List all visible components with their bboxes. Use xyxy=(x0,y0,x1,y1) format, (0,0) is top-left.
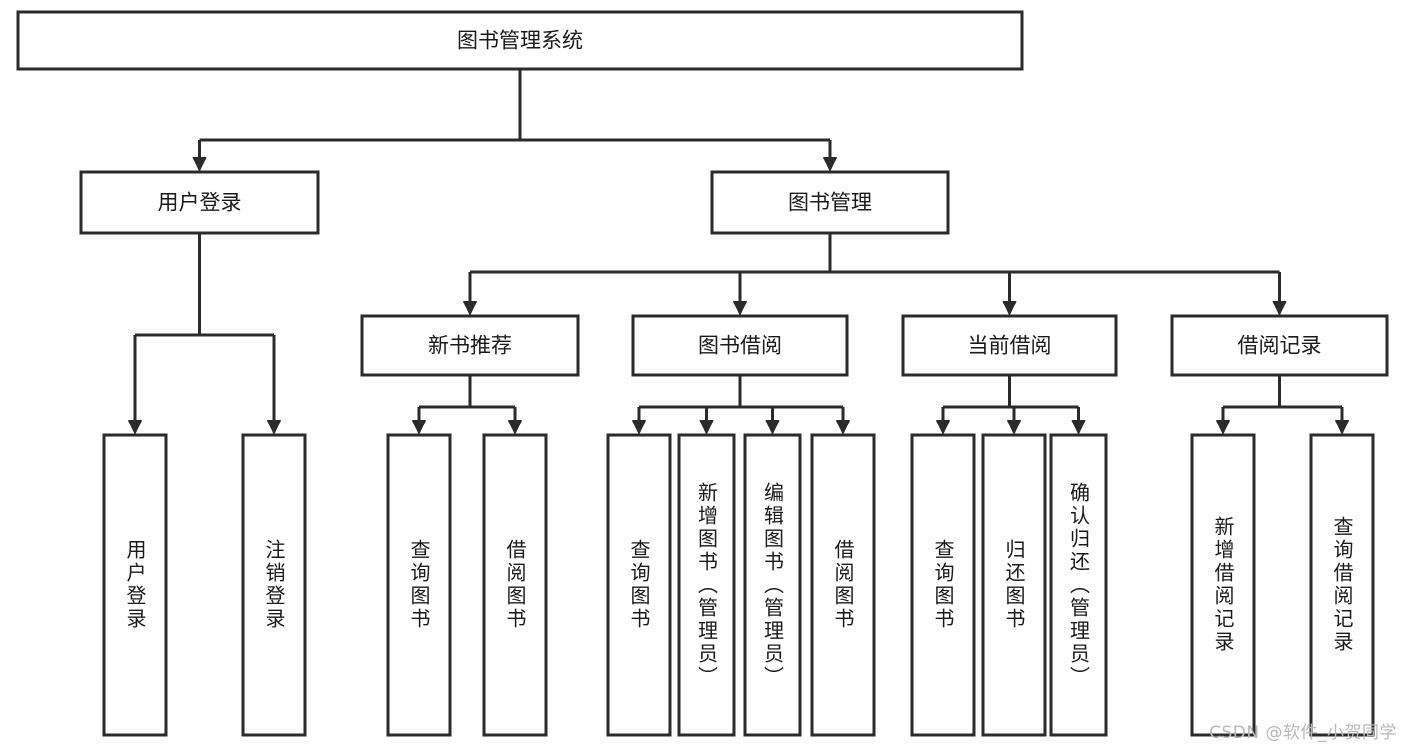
node-leaf-return-book[interactable] xyxy=(981,433,1047,737)
bookmgmt-to-level3-branch-0-arrow-icon xyxy=(463,301,477,316)
new-book-recommend-to-leaves-branch-1-arrow-icon xyxy=(508,420,522,435)
root-to-level2-branch-1-arrow-icon xyxy=(823,157,837,172)
userlogin-to-leaves-branch-0-arrow-icon xyxy=(128,420,142,435)
node-leaf-add-borrow-record[interactable] xyxy=(1190,433,1256,737)
node-book-borrow[interactable] xyxy=(631,314,849,377)
current-borrow-to-leaves-branch-0-arrow-icon xyxy=(936,420,950,435)
node-leaf-query-book-cur[interactable] xyxy=(910,433,976,737)
bookmgmt-to-level3-branch-2-arrow-icon xyxy=(1002,301,1017,316)
node-new-book-recommend[interactable] xyxy=(360,314,580,377)
node-leaf-query-borrow-record[interactable] xyxy=(1309,433,1375,737)
node-new-book-recommend-label: 新书推荐 xyxy=(428,334,512,358)
current-borrow-to-leaves-branch-2-arrow-icon xyxy=(1071,420,1086,435)
node-book-management[interactable] xyxy=(710,170,950,235)
book-borrow-to-leaves-branch-1-arrow-icon xyxy=(699,420,714,435)
node-current-borrow[interactable] xyxy=(901,314,1118,377)
book-borrow-to-leaves-branch-2-arrow-icon xyxy=(765,420,780,435)
node-root[interactable] xyxy=(16,10,1024,71)
node-leaf-logout-login[interactable] xyxy=(241,433,307,737)
node-book-management-label: 图书管理 xyxy=(788,191,872,215)
node-leaf-borrow-book-rec[interactable] xyxy=(482,433,548,737)
boxes-layer xyxy=(16,10,1389,737)
borrow-record-to-leaves-branch-0-arrow-icon xyxy=(1216,420,1230,435)
current-borrow-to-leaves-branch-1-arrow-icon xyxy=(1007,420,1021,435)
node-root-label: 图书管理系统 xyxy=(457,29,583,53)
bookmgmt-to-level3-branch-3-arrow-icon xyxy=(1272,301,1287,316)
book-borrow-to-leaves-branch-0-arrow-icon xyxy=(632,420,646,435)
node-leaf-confirm-return-admin[interactable] xyxy=(1049,433,1108,737)
borrow-record-to-leaves-branch-1-arrow-icon xyxy=(1335,420,1349,435)
node-leaf-query-book-rec[interactable] xyxy=(386,433,452,737)
bookmgmt-to-level3-branch-1-arrow-icon xyxy=(733,301,747,316)
node-leaf-query-book-borrow[interactable] xyxy=(606,433,672,737)
root-to-level2-branch-0-arrow-icon xyxy=(192,157,207,172)
new-book-recommend-to-leaves-branch-0-arrow-icon xyxy=(412,420,426,435)
node-leaf-edit-book-admin[interactable] xyxy=(743,433,802,737)
node-borrow-record-label: 借阅记录 xyxy=(1238,334,1322,358)
node-current-borrow-label: 当前借阅 xyxy=(968,334,1052,358)
node-book-borrow-label: 图书借阅 xyxy=(698,334,782,358)
userlogin-to-leaves-branch-1-arrow-icon xyxy=(267,420,281,435)
node-user-login-label: 用户登录 xyxy=(158,191,242,215)
node-leaf-user-login[interactable] xyxy=(102,433,168,737)
node-user-login[interactable] xyxy=(79,170,320,235)
csdn-watermark: CSDN @软件_小贺同学 xyxy=(1209,723,1397,743)
connectors-layer xyxy=(128,69,1349,435)
node-leaf-add-book-admin[interactable] xyxy=(677,433,736,737)
node-leaf-borrow-book[interactable] xyxy=(810,433,876,737)
node-borrow-record[interactable] xyxy=(1170,314,1389,377)
book-borrow-to-leaves-branch-3-arrow-icon xyxy=(836,420,850,435)
